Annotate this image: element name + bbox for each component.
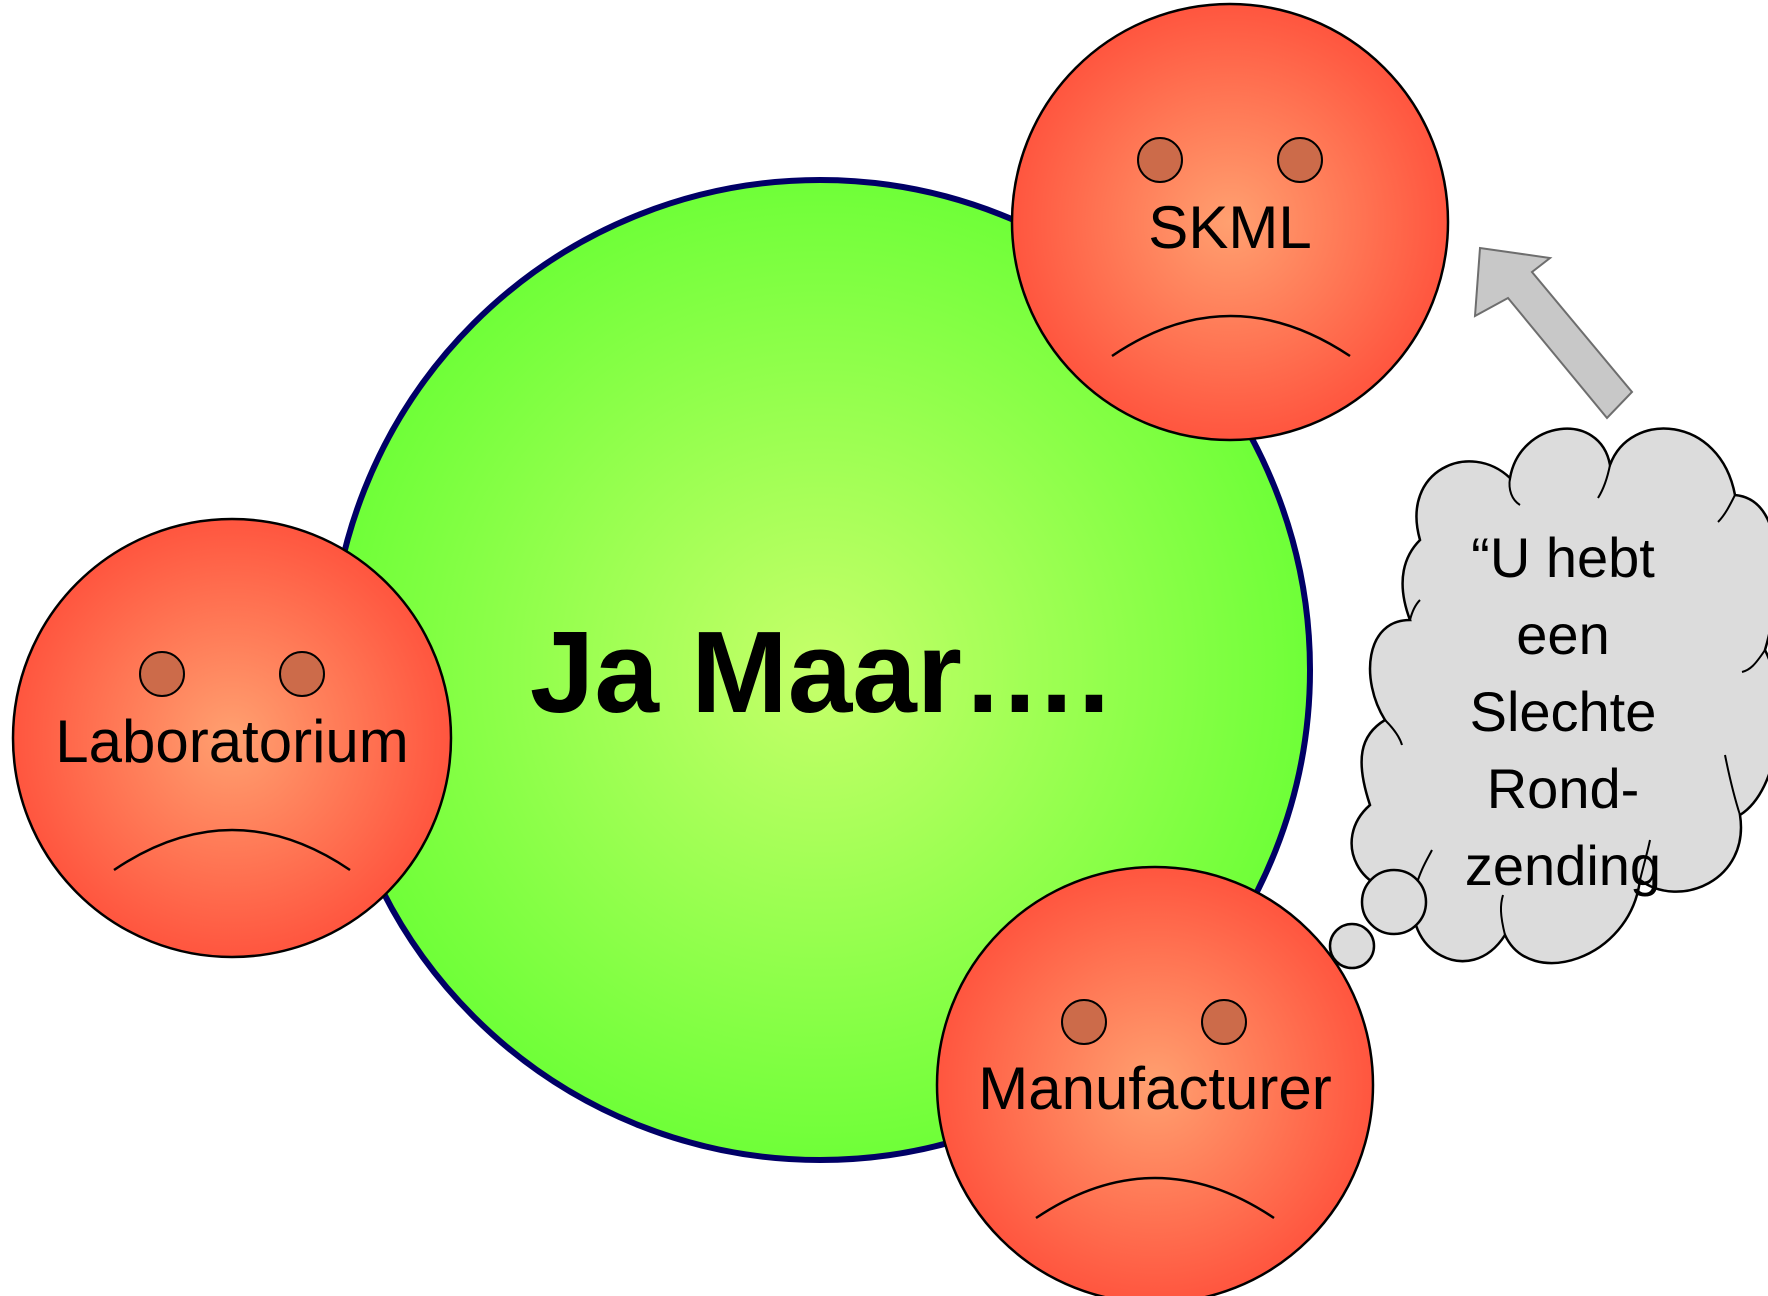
- face-laboratorium-label: Laboratorium: [55, 708, 409, 775]
- face-laboratorium-frown: [113, 828, 351, 872]
- face-manufacturer-label: Manufacturer: [978, 1055, 1332, 1122]
- cloud-line-5: zending: [1465, 834, 1661, 897]
- cloud-line-1: “U hebt: [1471, 526, 1655, 589]
- face-laboratorium-right-eye: [279, 651, 325, 697]
- face-skml-frown: [1111, 314, 1351, 358]
- face-skml: SKML: [1010, 2, 1450, 442]
- cloud-line-3: Slechte: [1470, 680, 1657, 743]
- thought-bubble-large: [1360, 868, 1428, 936]
- face-skml-left-eye: [1137, 137, 1183, 183]
- face-laboratorium-left-eye: [139, 651, 185, 697]
- thought-bubble-medium: [1328, 922, 1376, 970]
- cloud-line-2: een: [1516, 603, 1609, 666]
- thought-cloud: “U hebt een Slechte Rond- zending: [1350, 427, 1768, 965]
- face-manufacturer-right-eye: [1201, 999, 1247, 1045]
- up-arrow-icon: [1473, 246, 1634, 420]
- face-laboratorium: Laboratorium: [11, 517, 453, 959]
- face-manufacturer-frown: [1035, 1176, 1275, 1220]
- face-manufacturer: Manufacturer: [935, 865, 1375, 1296]
- cloud-line-4: Rond-: [1487, 757, 1640, 820]
- face-manufacturer-circle: [935, 865, 1375, 1296]
- face-skml-label: SKML: [1148, 194, 1311, 261]
- face-laboratorium-circle: [11, 517, 453, 959]
- cloud-shape: [1350, 427, 1768, 965]
- face-skml-right-eye: [1277, 137, 1323, 183]
- face-manufacturer-left-eye: [1061, 999, 1107, 1045]
- center-title: Ja Maar….: [530, 607, 1110, 737]
- face-skml-circle: [1010, 2, 1450, 442]
